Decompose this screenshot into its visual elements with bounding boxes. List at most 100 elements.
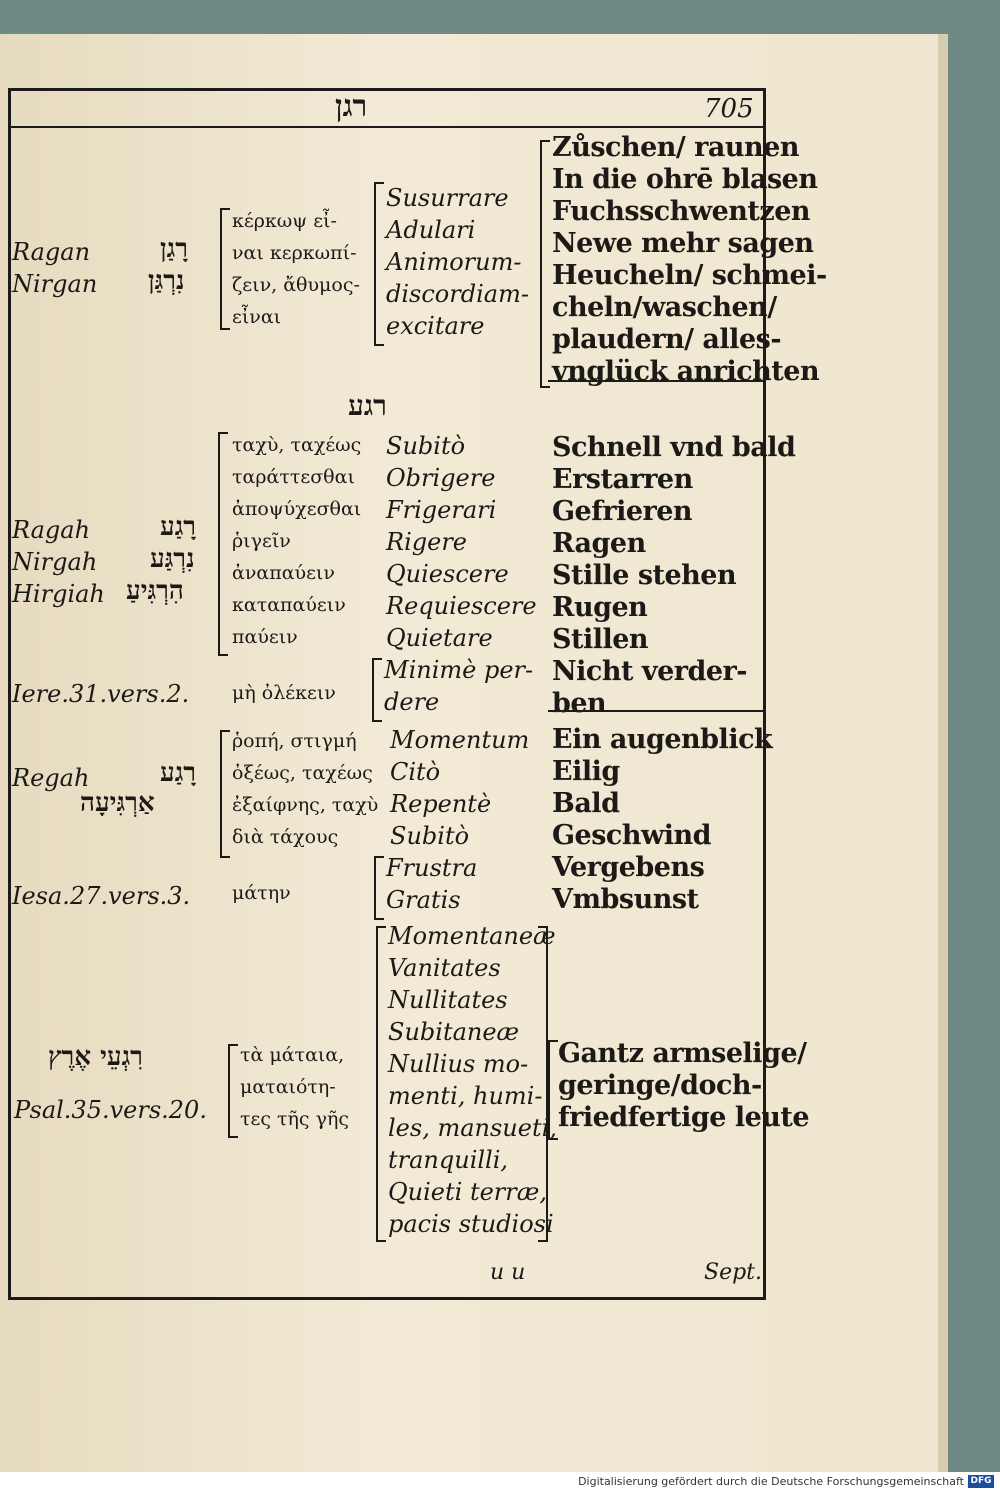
column-rule <box>548 380 763 382</box>
german-gloss: Gantz armselige/ <box>558 1038 807 1069</box>
german-gloss: ben <box>552 688 607 719</box>
german-gloss: Rugen <box>552 592 648 623</box>
latin-gloss: dere <box>384 688 440 716</box>
header-hebrew-root: רגן <box>335 89 368 124</box>
scripture-reference: Iere.31.vers.2. <box>12 680 190 708</box>
greek-gloss: ταράττεσθαι <box>232 466 355 488</box>
german-gloss: Nicht verder- <box>552 656 747 687</box>
bracket <box>374 182 384 346</box>
scripture-reference: Psal.35.vers.20. <box>14 1096 207 1124</box>
german-gloss: Gefrieren <box>552 496 693 527</box>
greek-gloss: ῥιγεῖν <box>232 530 291 552</box>
transliteration: Regah <box>12 764 90 792</box>
latin-gloss: Minimè per- <box>384 656 534 684</box>
dfg-logo: DFG <box>968 1475 994 1488</box>
catchword: Sept. <box>704 1260 763 1285</box>
german-gloss: Stillen <box>552 624 649 655</box>
page-edge <box>938 34 948 1472</box>
greek-gloss: παύειν <box>232 626 298 648</box>
greek-gloss: τὰ μάταια, <box>240 1044 345 1066</box>
latin-gloss: Gratis <box>386 886 461 914</box>
page-number: 705 <box>704 94 754 124</box>
column-rule <box>548 710 763 712</box>
latin-gloss: Momentum <box>390 726 530 754</box>
latin-gloss: Momentaneæ <box>388 922 556 950</box>
german-gloss: Ragen <box>552 528 646 559</box>
german-gloss: Vergebens <box>552 852 705 883</box>
greek-gloss: καταπαύειν <box>232 594 346 616</box>
greek-gloss: ῥοπή, στιγμή <box>232 730 357 752</box>
greek-gloss: μὴ ὀλέκειν <box>232 682 336 704</box>
greek-gloss: ἀποψύχεσθαι <box>232 498 362 520</box>
latin-gloss: Adulari <box>386 216 476 244</box>
latin-gloss: Vanitates <box>388 954 501 982</box>
german-gloss: In die ohrē blasen <box>552 164 818 195</box>
latin-gloss: menti, humi- <box>388 1082 543 1110</box>
latin-gloss: Repentè <box>390 790 492 818</box>
latin-gloss: Subitaneæ <box>388 1018 520 1046</box>
german-gloss: Newe mehr sagen <box>552 228 814 259</box>
latin-gloss: Nullius mo- <box>388 1050 529 1078</box>
german-gloss: geringe/doch- <box>558 1070 762 1101</box>
hebrew-word: רָגַע <box>160 512 197 542</box>
frame-header-rule <box>8 126 766 128</box>
latin-gloss: Subitò <box>390 822 470 850</box>
frame-top-rule <box>8 88 766 91</box>
frame-bottom-rule <box>8 1297 766 1300</box>
book-page <box>0 34 946 1472</box>
latin-gloss: Quietare <box>386 624 493 652</box>
hebrew-word: אַרְגִּיעָה <box>80 788 155 818</box>
latin-gloss: Quieti terræ, <box>388 1178 547 1206</box>
latin-gloss: Quiescere <box>386 560 509 588</box>
german-gloss: Fuchsschwentzen <box>552 196 811 227</box>
german-gloss: Bald <box>552 788 620 819</box>
latin-gloss: Frustra <box>386 854 478 882</box>
transliteration: Ragan <box>12 238 91 266</box>
bracket <box>540 140 550 388</box>
hebrew-word: רָגַן <box>160 234 188 264</box>
greek-gloss: εἶναι <box>232 306 282 328</box>
german-gloss: Eilig <box>552 756 620 787</box>
latin-gloss: Rigere <box>386 528 467 556</box>
latin-gloss: Obrigere <box>386 464 496 492</box>
bracket <box>228 1044 238 1138</box>
greek-gloss: ταχὺ, ταχέως <box>232 434 362 456</box>
latin-gloss: Animorum- <box>386 248 522 276</box>
german-gloss: cheln/waschen/ <box>552 292 777 323</box>
latin-gloss: Subitò <box>386 432 466 460</box>
german-gloss: Stille stehen <box>552 560 737 591</box>
german-gloss: friedfertige leute <box>558 1102 810 1133</box>
frame-right-rule <box>763 88 766 1300</box>
german-gloss: Ein augenblick <box>552 724 773 755</box>
latin-gloss: Susurrare <box>386 184 509 212</box>
bracket <box>538 926 548 1242</box>
greek-gloss: ἐξαίφνης, ταχὺ <box>232 794 379 816</box>
latin-gloss: les, mansueti, <box>388 1114 557 1142</box>
latin-gloss: discordiam- <box>386 280 529 308</box>
german-gloss: Vmbsunst <box>552 884 699 915</box>
section-heading-hebrew: רגע <box>348 389 387 422</box>
greek-gloss: ματαιότη- <box>240 1076 336 1098</box>
german-gloss: Heucheln/ schmei- <box>552 260 827 291</box>
transliteration: Nirgah <box>12 548 98 576</box>
scan-credit-text: Digitalisierung gefördert durch die Deut… <box>578 1475 964 1488</box>
hebrew-phrase: רִגְעֵי אֶרֶץ <box>48 1042 143 1072</box>
signature-mark: u u <box>490 1260 526 1285</box>
scripture-reference: Iesa.27.vers.3. <box>12 882 191 910</box>
greek-gloss: ἀναπαύειν <box>232 562 335 584</box>
greek-gloss: κέρκωψ εἶ- <box>232 210 337 232</box>
german-gloss: Schnell vnd bald <box>552 432 796 463</box>
bracket <box>374 856 384 920</box>
greek-gloss: τες τῆς γῆς <box>240 1108 349 1130</box>
greek-gloss: ναι κερκωπί- <box>232 242 357 264</box>
german-gloss: Zůschen/ raunen <box>552 132 799 163</box>
bracket <box>372 658 382 722</box>
german-gloss: Geschwind <box>552 820 712 851</box>
german-gloss: plaudern/ alles- <box>552 324 782 355</box>
bracket <box>220 208 230 330</box>
latin-gloss: tranquilli, <box>388 1146 509 1174</box>
scan-credit-bar: Digitalisierung gefördert durch die Deut… <box>0 1472 1000 1492</box>
bracket <box>220 730 230 858</box>
greek-gloss: μάτην <box>232 882 291 904</box>
frame-left-rule <box>8 88 11 1300</box>
